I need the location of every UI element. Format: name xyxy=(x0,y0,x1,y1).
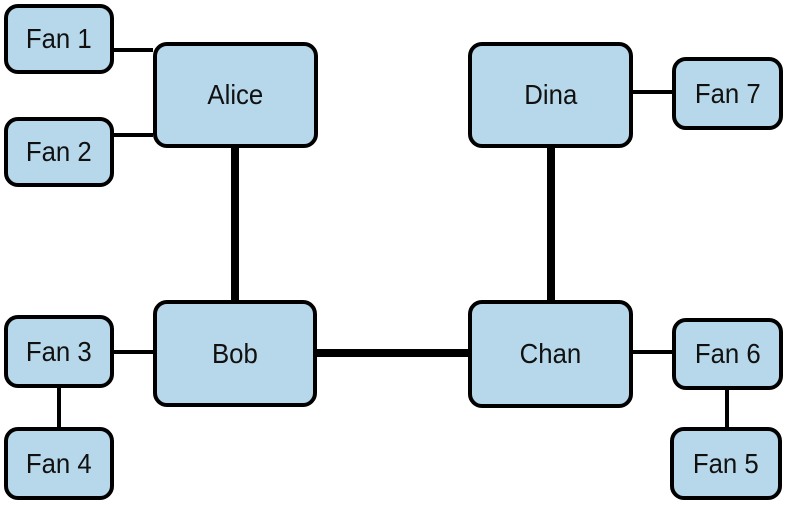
node-chan: Chan xyxy=(468,300,633,408)
edge-dina-chan xyxy=(547,147,555,301)
edge-bob-chan xyxy=(316,349,469,357)
edge-chan-fan6 xyxy=(633,350,672,354)
node-dina-label: Dina xyxy=(524,79,577,110)
node-fan7-label: Fan 7 xyxy=(694,77,761,109)
node-fan2-label: Fan 2 xyxy=(26,136,92,167)
node-fan5-label: Fan 5 xyxy=(693,447,759,479)
node-alice: Alice xyxy=(153,42,318,148)
edge-dina-fan7 xyxy=(633,90,672,94)
edge-fan1-alice xyxy=(114,48,153,52)
node-fan7: Fan 7 xyxy=(672,57,783,130)
node-fan3: Fan 3 xyxy=(4,315,114,388)
node-fan6-label: Fan 6 xyxy=(694,338,761,369)
node-fan4: Fan 4 xyxy=(4,427,114,500)
node-fan4-label: Fan 4 xyxy=(26,447,92,479)
edge-fan2-alice xyxy=(114,133,153,137)
node-fan2: Fan 2 xyxy=(4,117,114,187)
node-chan-label: Chan xyxy=(519,338,582,369)
edge-fan6-fan5 xyxy=(725,390,729,427)
node-bob: Bob xyxy=(153,300,317,407)
node-fan5: Fan 5 xyxy=(670,427,782,500)
edge-fan3-fan4 xyxy=(57,388,61,427)
node-fan3-label: Fan 3 xyxy=(26,335,92,367)
node-bob-label: Bob xyxy=(212,337,258,369)
node-dina: Dina xyxy=(468,42,633,148)
node-alice-label: Alice xyxy=(207,79,264,110)
node-fan1: Fan 1 xyxy=(4,4,114,74)
edge-fan3-bob xyxy=(114,350,153,354)
node-fan6: Fan 6 xyxy=(672,318,783,390)
node-fan1-label: Fan 1 xyxy=(26,23,92,54)
edge-alice-bob xyxy=(231,147,239,301)
